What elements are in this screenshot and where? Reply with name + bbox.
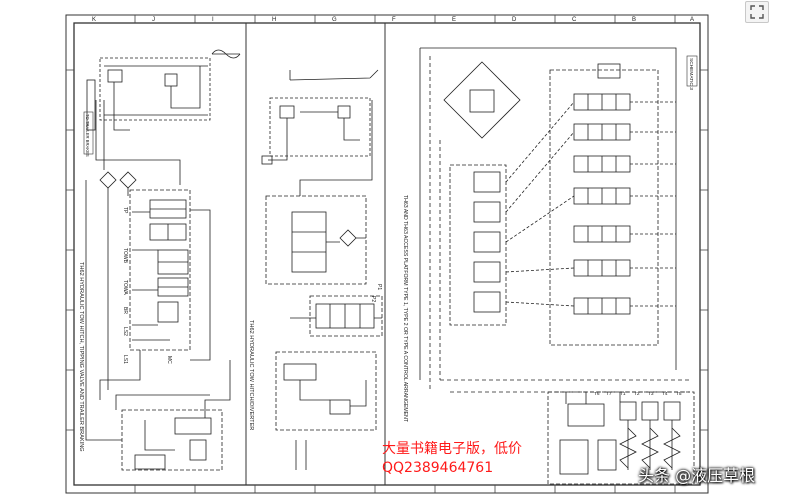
expand-button[interactable] (745, 1, 769, 23)
grid-letter: I (212, 17, 214, 23)
left-block (85, 49, 241, 471)
port-label: TOWA (122, 280, 128, 295)
grid-letter: J (152, 17, 155, 23)
port-label: BR (122, 307, 128, 314)
port-label: TP (122, 207, 128, 214)
grid-letter: K (92, 17, 96, 23)
middle-block-labels: TH62 HYDRAULIC TOW HITCH/DIVERTER P2 P1 (248, 284, 382, 430)
grid-letter: C (572, 17, 577, 23)
grid-letter: D (512, 17, 517, 23)
port-label: T2 (634, 391, 640, 397)
grid-letter: G (332, 17, 337, 23)
port-label: T5 (676, 391, 682, 397)
grid-letter: F (392, 17, 396, 23)
port-label: T7 (606, 391, 612, 397)
port-label: LS2 (122, 327, 128, 336)
schematic-title: SCHEMATIC 3 (688, 58, 694, 90)
to-trailer-brakes-label: TO TRAILER BRAKES (85, 114, 90, 157)
watermark-source: 头条 @液压草根 (638, 466, 756, 485)
port-label: T4 (662, 391, 668, 397)
port-label: MC (166, 356, 172, 364)
grid-letter: E (452, 17, 456, 23)
port-label: T3 (648, 391, 654, 397)
port-label: LS1 (122, 355, 128, 364)
grid-letters-top: A B C D E F G H I J K (92, 17, 694, 23)
watermark-line1: 大量书籍电子版，低价 (382, 441, 522, 457)
sheet-outer-border (65, 14, 709, 494)
watermark-line2: QQ2389464761 (382, 460, 494, 476)
middle-block (261, 69, 383, 470)
right-block (419, 47, 695, 485)
port-label: T1 (620, 391, 626, 397)
middle-block-caption: TH62 HYDRAULIC TOW HITCH/DIVERTER (248, 320, 254, 430)
port-label: T6 (594, 391, 600, 397)
sheet-inner-border (73, 22, 701, 486)
port-label: P2 (370, 296, 376, 302)
left-block-labels: TO TRAILER BRAKES TH62 HYDRAULIC TOW HIT… (78, 111, 172, 452)
grid-letter: H (272, 17, 276, 23)
grid-letter: B (632, 17, 636, 23)
grid-letter: A (690, 17, 694, 23)
watermark-ad: 大量书籍电子版，低价 QQ2389464761 (382, 440, 522, 478)
left-block-caption: TH62 HYDRAULIC TOW HITCH, TIPPING VALVE … (78, 262, 84, 452)
right-block-labels: TH63 AND TH63 ACCESS PLATFORM TYPE 1, TY… (402, 55, 698, 423)
expand-icon (750, 5, 764, 19)
port-label: P1 (376, 284, 382, 290)
right-block-caption: TH63 AND TH63 ACCESS PLATFORM TYPE 1, TY… (402, 195, 408, 423)
grid-ticks (66, 15, 708, 493)
port-label: TOWB (122, 248, 128, 264)
